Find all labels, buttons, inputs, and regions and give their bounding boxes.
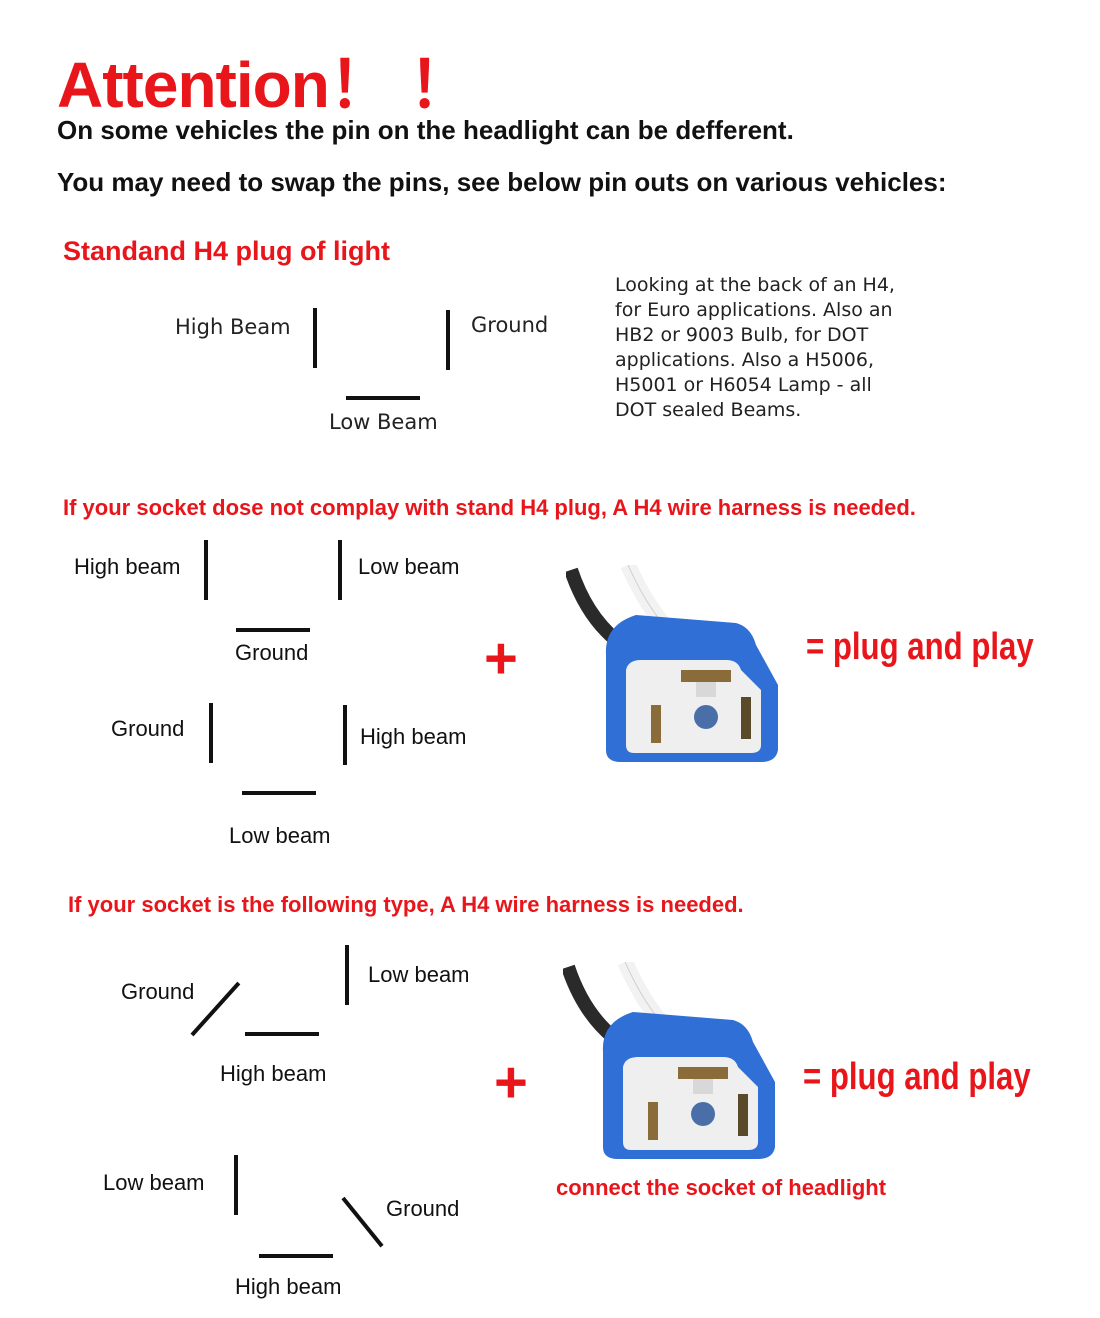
attention-title: Attention！ ！: [57, 49, 473, 121]
pin-label-high: High Beam: [175, 315, 291, 339]
pin-label-ground: Ground: [471, 313, 549, 337]
intro-line-1: On some vehicles the pin on the headligh…: [57, 115, 794, 145]
pin-bottom: [259, 1254, 333, 1258]
plus-sign: +: [484, 626, 518, 691]
connector-caption: connect the socket of headlight: [556, 1175, 887, 1200]
plug-and-play-text: = plug and play: [806, 626, 1034, 668]
pin-label-left: Ground: [121, 979, 195, 1004]
intro-line-2: You may need to swap the pins, see below…: [57, 167, 947, 197]
pin-right: [343, 705, 347, 765]
pin-low: [346, 396, 420, 400]
h4-connector-image: [566, 565, 778, 762]
pin-label-left: Ground: [111, 716, 185, 741]
pin-label-left: Low beam: [103, 1170, 205, 1195]
pin-label-right: Ground: [386, 1196, 460, 1221]
pin-right: [341, 1196, 384, 1248]
pin-label-left: High beam: [74, 554, 181, 579]
pin-bottom: [242, 791, 316, 795]
h4-connector-image: [563, 962, 775, 1159]
standard-heading: Standand H4 plug of light: [63, 236, 390, 266]
pin-right: [338, 540, 342, 600]
pin-bottom: [236, 628, 310, 632]
section3-heading: If your socket is the following type, A …: [68, 892, 744, 917]
pin-bottom: [245, 1032, 319, 1036]
pin-label-bottom: Ground: [235, 640, 309, 665]
pin-label-low: Low Beam: [329, 410, 438, 434]
pin-label-bottom: High beam: [235, 1274, 342, 1299]
pin-label-bottom: Low beam: [229, 823, 331, 848]
plus-sign: +: [494, 1050, 528, 1115]
pin-label-right: Low beam: [358, 554, 460, 579]
pin-left: [234, 1155, 238, 1215]
pin-left: [209, 703, 213, 763]
plug-and-play-text: = plug and play: [803, 1056, 1031, 1098]
pin-label-right: High beam: [360, 724, 467, 749]
standard-note: Looking at the back of an H4, for Euro a…: [615, 274, 895, 421]
pin-high: [313, 308, 317, 368]
pin-label-right: Low beam: [368, 962, 470, 987]
pin-ground: [446, 310, 450, 370]
pin-left: [190, 981, 241, 1037]
section2-heading: If your socket dose not complay with sta…: [63, 495, 916, 520]
pin-label-bottom: High beam: [220, 1061, 327, 1086]
pin-right: [345, 945, 349, 1005]
pin-left: [204, 540, 208, 600]
